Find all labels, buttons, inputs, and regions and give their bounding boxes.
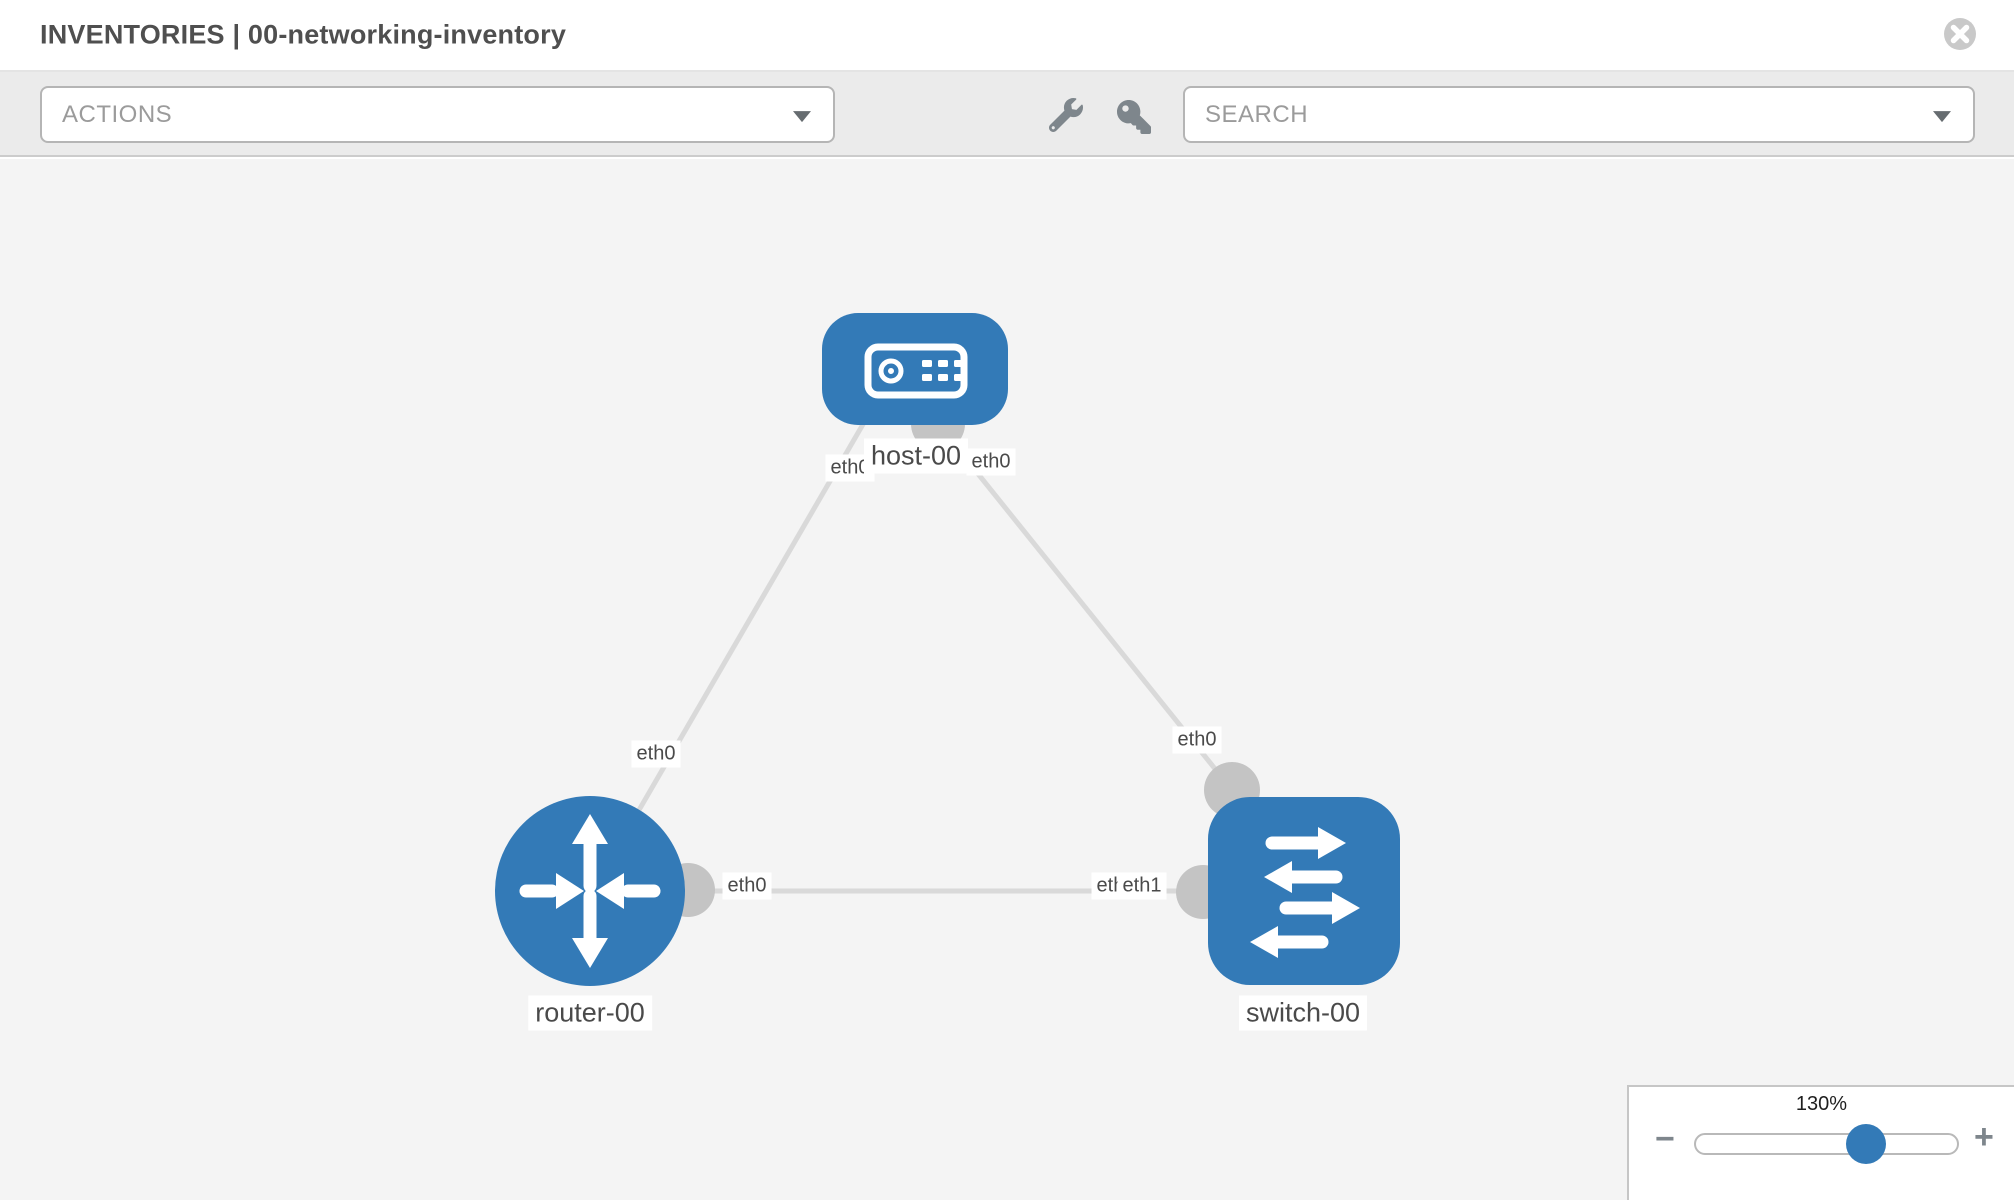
caret-down-icon [1933,110,1951,122]
wrench-icon[interactable] [1048,98,1083,133]
key-icon[interactable] [1117,100,1151,134]
search-dropdown[interactable]: SEARCH [1183,86,1975,143]
node-label-router: router-00 [528,995,652,1031]
zoom-panel: 130% − + [1627,1085,2014,1200]
topology-canvas[interactable]: eth0 host-00 eth0 eth0 eth0 eth0 eth0 et… [0,159,2014,1200]
page-header: INVENTORIES | 00-networking-inventory [0,0,2014,72]
zoom-in-button[interactable]: + [1974,1118,1994,1156]
interface-label: eth0 [631,740,681,768]
actions-dropdown[interactable]: ACTIONS [40,86,835,143]
node-host[interactable] [822,313,1008,425]
actions-dropdown-label: ACTIONS [62,100,173,128]
interface-label: eth0 [966,448,1016,476]
node-router[interactable] [495,796,685,986]
close-icon[interactable] [1942,16,1978,52]
zoom-value: 130% [1795,1093,1848,1115]
interface-label: eth0 [722,872,772,900]
toolbar: ACTIONS SEARCH [0,72,2014,157]
caret-down-icon [793,110,811,122]
router-icon-heads [556,814,624,968]
zoom-out-button[interactable]: − [1655,1120,1675,1158]
node-label-switch: switch-00 [1238,995,1368,1031]
switch-icon-heads [1250,827,1360,958]
search-dropdown-label: SEARCH [1205,100,1309,128]
zoom-slider-knob[interactable] [1846,1124,1886,1164]
switch-icon [1265,836,1343,949]
interface-label: eth1 [1117,872,1167,900]
node-switch[interactable] [1208,797,1400,985]
page-title: INVENTORIES | 00-networking-inventory [40,19,567,50]
interface-label: eth0 [1172,726,1222,754]
router-icon [519,833,661,949]
host-icon [864,343,968,399]
node-label-host: host-00 [863,438,969,474]
zoom-slider-track[interactable] [1694,1124,1959,1164]
